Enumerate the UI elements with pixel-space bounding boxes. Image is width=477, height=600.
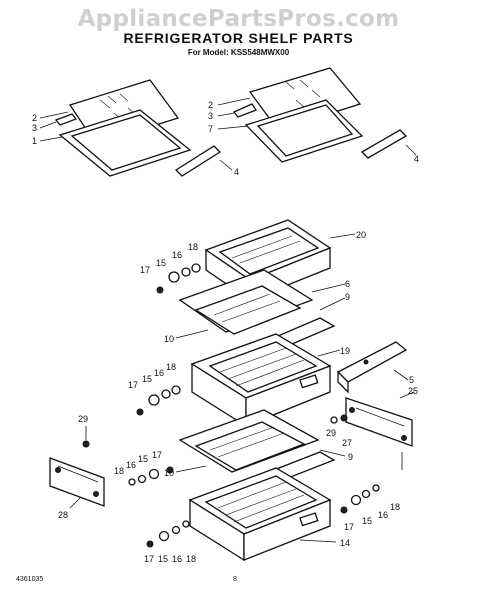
screw-17-e [340, 506, 348, 514]
washer-16-c [137, 474, 147, 484]
bracket-28 [49, 457, 105, 507]
trim-right [232, 103, 257, 118]
callout-18-c: 18 [114, 466, 124, 476]
screw-29-left [82, 440, 90, 448]
callout-18-b: 18 [166, 362, 176, 372]
callout-25: 25 [408, 386, 418, 396]
screw-18-c [128, 478, 136, 486]
callout-17-a: 17 [140, 265, 150, 275]
screw-17-c [166, 466, 174, 474]
callout-28: 28 [58, 510, 68, 520]
page-number: 8 [233, 576, 237, 583]
roller-15-c [148, 468, 160, 480]
callout-6: 6 [345, 279, 350, 289]
right-bracket-assembly [330, 341, 415, 447]
upper-crisper-assembly [156, 219, 356, 357]
callout-17-c: 17 [152, 450, 162, 460]
callout-29-left: 29 [78, 414, 88, 424]
washer-16-a [181, 267, 191, 277]
callout-15-c: 15 [138, 454, 148, 464]
callout-5: 5 [409, 375, 414, 385]
left-bracket-assembly [49, 426, 174, 509]
callout-18-e: 18 [390, 502, 400, 512]
screw-18-d [182, 520, 190, 528]
callout-4-left: 4 [234, 167, 239, 177]
roller-15-d [158, 530, 170, 542]
mid-crisper-assembly [136, 333, 341, 428]
callout-1: 1 [32, 136, 37, 146]
callout-17-b: 17 [128, 380, 138, 390]
shelf-bar-left [174, 145, 222, 177]
callout-18-d: 18 [186, 554, 196, 564]
watermark: AppliancePartsPros.com [77, 6, 400, 32]
roller-15-a [168, 271, 180, 283]
screw-18-e [372, 484, 380, 492]
screw-17-b [136, 408, 144, 416]
callout-10-a: 10 [164, 334, 174, 344]
callout-2-left: 2 [32, 113, 37, 123]
screw-18-b [171, 385, 181, 395]
shelf-bar-right [360, 129, 408, 159]
roller-15-e [350, 494, 362, 506]
lower-crisper-assembly [146, 409, 403, 562]
callout-19: 19 [340, 346, 350, 356]
callout-15-e: 15 [362, 516, 372, 526]
callout-7: 7 [208, 124, 213, 134]
callout-17-e: 17 [344, 522, 354, 532]
callout-18-a: 18 [188, 242, 198, 252]
document-number: 4361035 [16, 576, 44, 583]
callout-15-d: 15 [158, 554, 168, 564]
callout-16-a: 16 [172, 250, 182, 260]
callout-14: 14 [340, 538, 350, 548]
callout-27: 27 [342, 438, 352, 448]
callout-9-b: 9 [348, 452, 353, 462]
washer-16-d [171, 525, 181, 535]
top-right-shelf-assembly [217, 67, 417, 163]
callout-10-b: 10 [164, 468, 174, 478]
callout-16-d: 16 [172, 554, 182, 564]
screw-17-a [156, 286, 164, 294]
trim-left [54, 113, 78, 126]
roller-15-b [148, 394, 160, 406]
callout-15-a: 15 [156, 258, 166, 268]
callout-16-c: 16 [126, 460, 136, 470]
screw-17-d [146, 540, 154, 548]
screw-18-a [191, 263, 201, 273]
callout-4-right: 4 [414, 154, 419, 164]
callout-15-b: 15 [142, 374, 152, 384]
top-left-shelf-assembly [39, 79, 233, 177]
callout-16-b: 16 [154, 368, 164, 378]
washer-16-b [161, 389, 171, 399]
callout-20: 20 [356, 230, 366, 240]
callout-2-right: 2 [208, 100, 213, 110]
model-line: For Model: KSS548MWX00 [187, 48, 290, 57]
callout-29-right: 29 [326, 428, 336, 438]
screw-29-right [340, 414, 348, 422]
washer-16-e [361, 489, 371, 499]
callout-3-right: 3 [208, 111, 213, 121]
callout-17-d: 17 [144, 554, 154, 564]
callout-labels: 2 3 1 4 2 3 7 4 20 18 16 15 17 6 9 10 19… [32, 100, 419, 564]
callout-9-a: 9 [345, 292, 350, 302]
bracket-25 [345, 397, 413, 447]
callout-3-left: 3 [32, 123, 37, 133]
diagram-title: REFRIGERATOR SHELF PARTS [123, 30, 354, 46]
callout-16-e: 16 [378, 510, 388, 520]
